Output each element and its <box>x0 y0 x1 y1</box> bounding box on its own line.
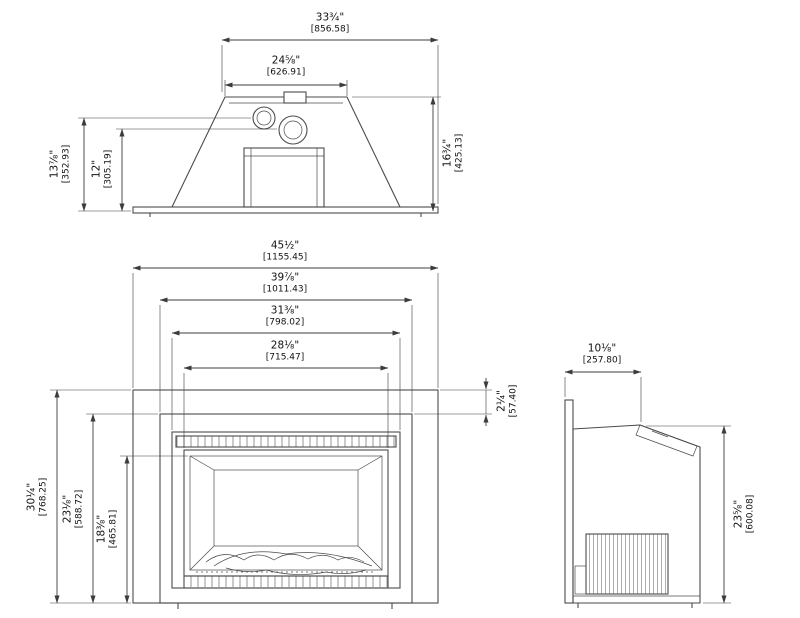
dim-mm-value: [352.93] <box>60 144 71 184</box>
dim-top-overall-width: 33¾" [856.58] <box>311 11 350 34</box>
side-vent-grille <box>585 533 669 595</box>
dim-mm-value: [257.80] <box>582 354 622 365</box>
dim-mm-value: [856.58] <box>310 23 350 34</box>
top-view-body <box>171 96 401 208</box>
door-inner-frame <box>189 455 383 571</box>
dim-inch-value: 10⅛" <box>587 342 617 355</box>
log-set <box>205 551 373 575</box>
dim-front-opening-width: 28⅛" [715.47] <box>266 339 305 362</box>
dim-mm-value: [57.40] <box>507 384 518 418</box>
front-view-dimensions <box>50 265 492 604</box>
dim-top-height: 16¾" [425.13] <box>441 134 464 173</box>
dim-front-body-width: 31⅜" [798.02] <box>266 304 305 327</box>
dim-mm-value: [465.81] <box>107 509 118 549</box>
dim-side-depth: 10⅛" [257.80] <box>583 342 622 365</box>
side-body <box>572 424 701 604</box>
dim-side-height: 23⅝" [600.08] <box>732 495 755 534</box>
dim-mm-value: [715.47] <box>265 351 305 362</box>
top-view <box>132 91 439 217</box>
dim-mm-value: [1155.45] <box>262 251 308 262</box>
dim-front-trim-width: 39⅞" [1011.43] <box>263 271 307 294</box>
dim-front-opening-height: 18⅜" [465.81] <box>95 510 118 549</box>
top-view-firebox <box>243 147 325 208</box>
dim-top-inner-width: 24⅝" [626.91] <box>267 54 306 77</box>
dim-mm-value: [588.72] <box>73 489 84 529</box>
dim-inch-value: 2¼" <box>495 390 508 412</box>
front-view <box>132 389 439 609</box>
flue-collar-small <box>252 106 276 130</box>
dim-mm-value: [600.08] <box>744 494 755 534</box>
flue-collars <box>252 106 308 145</box>
dim-front-body-height: 23⅛" [588.72] <box>61 490 84 529</box>
dim-mm-value: [1011.43] <box>262 283 308 294</box>
dim-inch-value: 24⅝" <box>271 54 301 67</box>
side-view-dimensions <box>564 369 731 604</box>
top-view-dimensions <box>78 37 441 212</box>
dim-inch-value: 28⅛" <box>270 339 300 352</box>
dim-inch-value: 12" <box>90 159 103 179</box>
side-junction-box <box>574 565 587 595</box>
dim-front-top-reveal: 2¼" [57.40] <box>495 385 518 418</box>
dim-inch-value: 23⅛" <box>61 494 74 524</box>
top-view-notch <box>283 91 307 104</box>
dim-inch-value: 33¾" <box>315 11 345 24</box>
dim-top-depth-outer: 13⅞" [352.93] <box>48 145 71 184</box>
dim-inch-value: 16¾" <box>441 138 454 168</box>
dim-mm-value: [626.91] <box>266 66 306 77</box>
dim-mm-value: [768.25] <box>37 477 48 517</box>
dim-inch-value: 23⅝" <box>732 499 745 529</box>
side-view <box>564 399 701 608</box>
dim-inch-value: 13⅞" <box>48 149 61 179</box>
surround-outer <box>132 389 439 604</box>
dim-front-overall-height: 30¼" [768.25] <box>25 478 48 517</box>
opening-back-wall <box>213 469 359 547</box>
dim-inch-value: 31⅜" <box>270 304 300 317</box>
dim-top-depth-inner: 12" [305.19] <box>90 150 113 189</box>
dim-mm-value: [425.13] <box>453 133 464 173</box>
bottom-grille <box>183 575 389 589</box>
flue-collar-large <box>278 115 308 145</box>
dim-inch-value: 30¼" <box>25 482 38 512</box>
surround-trim <box>159 413 413 604</box>
top-view-front-edge <box>132 206 439 214</box>
dim-mm-value: [305.19] <box>102 149 113 189</box>
dim-inch-value: 18⅜" <box>95 514 108 544</box>
dim-mm-value: [798.02] <box>265 316 305 327</box>
top-louver-grille <box>175 435 397 448</box>
side-top-door <box>635 424 698 457</box>
dim-inch-value: 45½" <box>270 239 300 252</box>
dim-front-overall-width: 45½" [1155.45] <box>263 239 307 262</box>
firebox-front <box>171 431 401 589</box>
dim-inch-value: 39⅞" <box>270 271 300 284</box>
side-flange <box>564 399 574 604</box>
